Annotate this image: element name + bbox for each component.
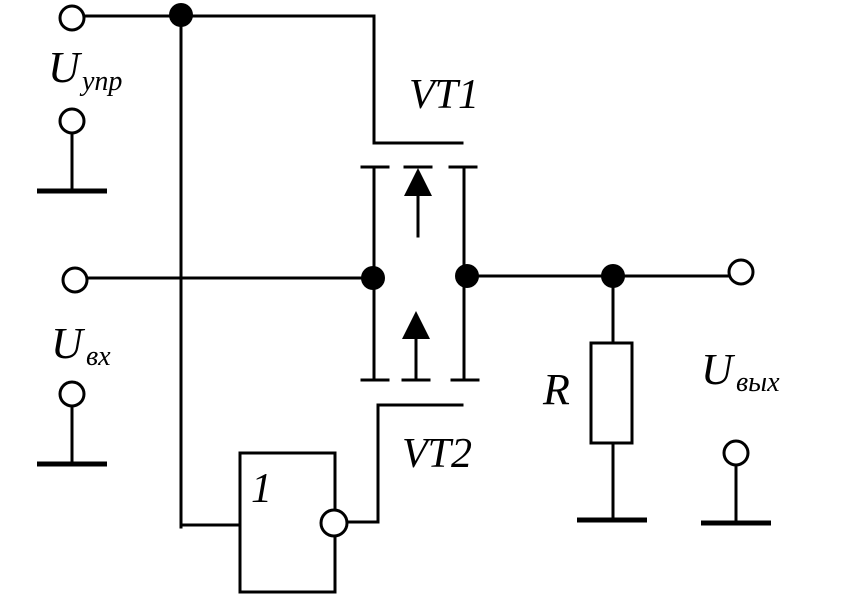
vt2-substrate-arrow-icon [402,311,430,339]
resistor-label: R [542,365,570,414]
input-ground-terminal [58,380,86,408]
control-junction-node [169,3,193,27]
inverter-label: 1 [251,466,272,512]
vt2-label: VT2 [402,431,472,477]
output-ground-terminal [722,439,750,467]
control-voltage-label: U [48,43,83,92]
inverter-output-bubble [319,508,349,538]
inverter-body [238,451,337,594]
output-voltage-subscript: вых [736,367,780,398]
output-terminal [727,258,755,286]
control-ground-terminal [58,107,86,135]
input-terminal [61,266,89,294]
resistor-body [589,341,634,445]
control-terminal [58,4,86,32]
vt1-substrate-arrow-icon [404,168,432,196]
control-voltage-subscript: упр [79,66,122,97]
input-voltage-label: U [51,319,86,368]
vt1-label: VT1 [409,72,479,118]
input-voltage-subscript: вх [86,341,111,372]
output-voltage-label: U [701,345,736,394]
